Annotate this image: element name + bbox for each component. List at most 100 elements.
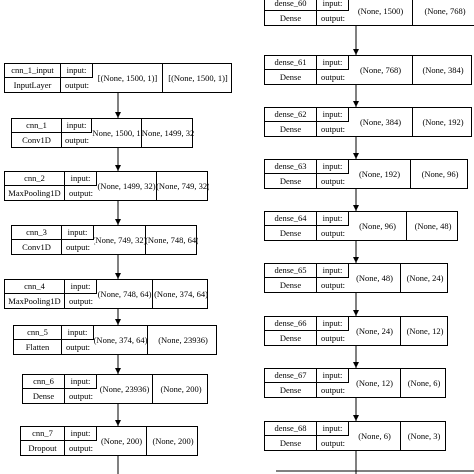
input-label: input: [317, 422, 349, 436]
output-label: output: [64, 134, 90, 145]
output-shape: (None, 23936) [158, 334, 208, 345]
input-shape: (None, 23936) [97, 375, 153, 403]
layer-type: Dense [265, 383, 317, 397]
left-arrow-0 [115, 112, 121, 118]
input-shape: (None, 1500) [349, 0, 413, 25]
output-shape: [(None, 1500, 1)] [168, 72, 228, 83]
input-shape: (None, 1499, 32) [97, 172, 157, 200]
layer-type: Dense [265, 70, 317, 84]
input-shape: (None, 748, 64) [97, 280, 153, 308]
right-arrow-7 [353, 415, 359, 421]
output-label: output: [64, 79, 90, 90]
layer-type: Dense [265, 122, 317, 136]
output-shape: (None, 1499, 32) [142, 127, 194, 138]
output-shape: (None, 192) [422, 116, 464, 127]
input-label: input: [317, 264, 349, 278]
layer-name: dense_61 [265, 56, 317, 70]
input-shape: (None, 96) [349, 212, 407, 240]
output-label: output: [320, 71, 346, 82]
output-label: output: [68, 295, 94, 306]
layer-name: cnn_1_input [5, 64, 61, 78]
right-arrow-3 [353, 205, 359, 211]
input-shape: (None, 200) [97, 427, 147, 455]
input-shape: (None, 24) [349, 317, 401, 345]
input-label: input: [61, 64, 93, 78]
layer-name: cnn_2 [5, 172, 65, 186]
left-arrow-5 [115, 368, 121, 374]
left-arrow-1 [115, 165, 121, 171]
layer-name: cnn_1 [12, 119, 62, 133]
output-label: output: [320, 332, 346, 343]
layer-name: dense_67 [265, 369, 317, 383]
output-shape: (None, 374, 64) [154, 288, 208, 299]
output-label: output: [68, 390, 94, 401]
output-label: output: [320, 279, 346, 290]
output-shape: (None, 384) [422, 64, 464, 75]
layer-type: MaxPooling1D [5, 186, 65, 200]
layer-type: Dropout [21, 441, 65, 455]
input-label: input: [62, 226, 94, 240]
input-label: input: [317, 160, 349, 174]
input-shape: (None, 12) [349, 369, 401, 397]
input-label: input: [317, 369, 349, 383]
output-label: output: [320, 175, 346, 186]
layer-name: dense_64 [265, 212, 317, 226]
output-shape: (None, 200) [160, 383, 202, 394]
input-label: input: [62, 326, 94, 340]
output-shape: (None, 749, 32) [157, 180, 209, 191]
input-label: input: [65, 172, 97, 186]
input-label: input: [62, 119, 92, 133]
output-shape: (None, 12) [406, 325, 444, 336]
layer-type: Dense [265, 278, 317, 292]
layer-name: dense_68 [265, 422, 317, 436]
output-shape: (None, 748, 64) [146, 234, 198, 245]
right-arrow-2 [353, 153, 359, 159]
input-shape: (None, 48) [349, 264, 401, 292]
input-label: input: [65, 427, 97, 441]
input-label: input: [317, 108, 349, 122]
layer-type: Conv1D [12, 133, 62, 147]
layer-name: cnn_4 [5, 280, 65, 294]
right-arrow-5 [353, 310, 359, 316]
left-arrow-4 [115, 319, 121, 325]
input-label: input: [317, 56, 349, 70]
layer-type: Flatten [14, 340, 62, 354]
layer-type: Dense [265, 11, 317, 25]
layer-name: dense_65 [265, 264, 317, 278]
layer-type: Dense [265, 174, 317, 188]
output-shape: (None, 3) [407, 430, 441, 441]
output-shape: (None, 200) [152, 435, 194, 446]
input-label: input: [65, 280, 97, 294]
output-label: output: [320, 123, 346, 134]
output-shape: (None, 48) [414, 220, 452, 231]
output-label: output: [320, 12, 346, 23]
input-shape: (None, 384) [349, 108, 413, 136]
output-label: output: [68, 442, 94, 453]
right-arrow-0 [353, 49, 359, 55]
layer-name: dense_63 [265, 160, 317, 174]
left-arrow-2 [115, 219, 121, 225]
right-arrow-1 [353, 101, 359, 107]
input-label: input: [317, 0, 349, 11]
input-shape: (None, 374, 64) [94, 326, 148, 354]
output-label: output: [320, 384, 346, 395]
output-label: output: [68, 187, 94, 198]
output-shape: (None, 24) [406, 272, 444, 283]
layer-type: Conv1D [12, 240, 62, 254]
layer-type: MaxPooling1D [5, 294, 65, 308]
layer-type: Dense [265, 436, 317, 450]
